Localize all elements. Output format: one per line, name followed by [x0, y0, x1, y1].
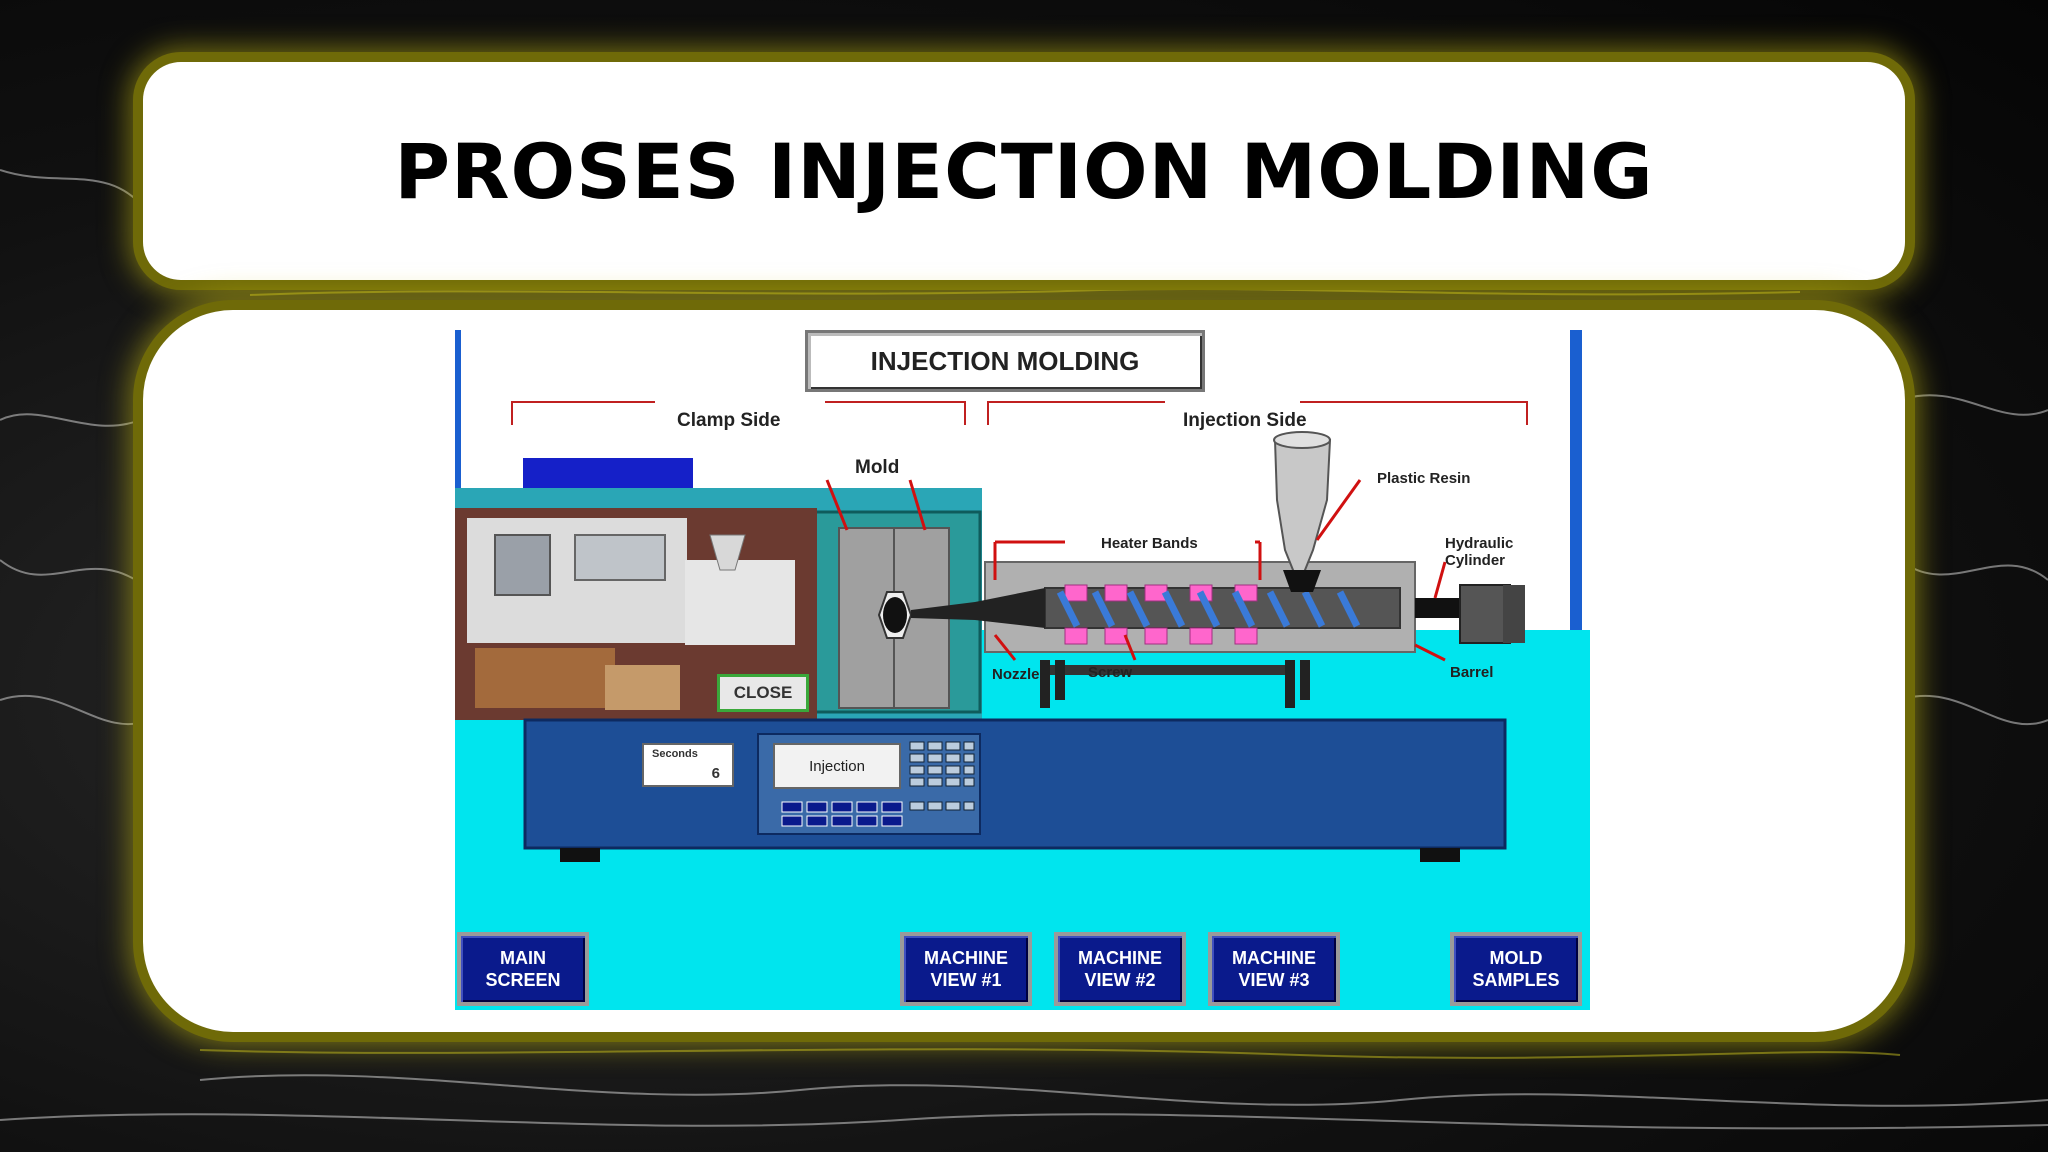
seconds-display: Seconds 6	[642, 743, 734, 787]
machine-view-2-button[interactable]: MACHINE VIEW #2	[1054, 932, 1186, 1006]
slide-title: PROSES INJECTION MOLDING	[394, 126, 1654, 216]
close-button[interactable]: CLOSE	[717, 674, 809, 712]
label-mold: Mold	[855, 457, 900, 478]
machine-illustration	[455, 330, 1590, 1010]
main-screen-button[interactable]: MAIN SCREEN	[457, 932, 589, 1006]
seconds-value: 6	[711, 765, 720, 782]
label-screw: Screw	[1088, 664, 1133, 681]
label-hydraulic-cylinder: Hydraulic Cylinder	[1445, 535, 1514, 569]
mold-samples-button[interactable]: MOLD SAMPLES	[1450, 932, 1582, 1006]
hmi-title: INJECTION MOLDING	[805, 330, 1205, 392]
injection-molding-hmi: INJECTION MOLDING Clamp Side Injection S…	[455, 330, 1595, 1010]
label-plastic-resin: Plastic Resin	[1377, 470, 1471, 487]
seconds-label: Seconds	[652, 748, 698, 760]
label-clamp-side: Clamp Side	[677, 410, 781, 431]
label-nozzle: Nozzle	[992, 666, 1040, 683]
label-heater-bands: Heater Bands	[1101, 535, 1198, 552]
machine-view-3-button[interactable]: MACHINE VIEW #3	[1208, 932, 1340, 1006]
machine-view-1-button[interactable]: MACHINE VIEW #1	[900, 932, 1032, 1006]
label-barrel: Barrel	[1450, 664, 1494, 681]
label-injection-side: Injection Side	[1183, 410, 1307, 431]
control-panel-display: Injection	[773, 743, 901, 789]
title-card: PROSES INJECTION MOLDING	[143, 62, 1905, 280]
